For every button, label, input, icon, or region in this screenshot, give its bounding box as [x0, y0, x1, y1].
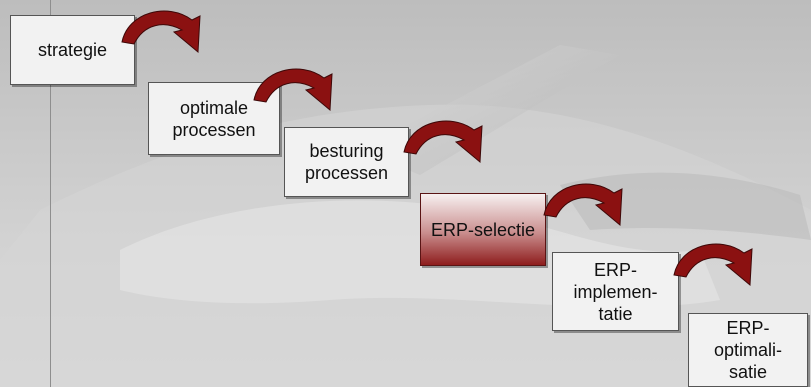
- step-erp-selectie: ERP-selectie: [420, 193, 546, 266]
- curved-arrow-icon: [121, 10, 201, 54]
- curved-arrow-icon: [253, 68, 333, 112]
- step-besturing-processen: besturing processen: [284, 127, 409, 197]
- step-strategie: strategie: [10, 15, 135, 85]
- step-erp-implementatie: ERP- implemen- tatie: [552, 252, 679, 331]
- left-rule: [50, 0, 51, 387]
- curved-arrow-icon: [403, 120, 483, 164]
- step-erp-optimalisatie: ERP- optimali- satie: [688, 313, 808, 387]
- curved-arrow-icon: [543, 183, 623, 227]
- curved-arrow-icon: [673, 243, 753, 287]
